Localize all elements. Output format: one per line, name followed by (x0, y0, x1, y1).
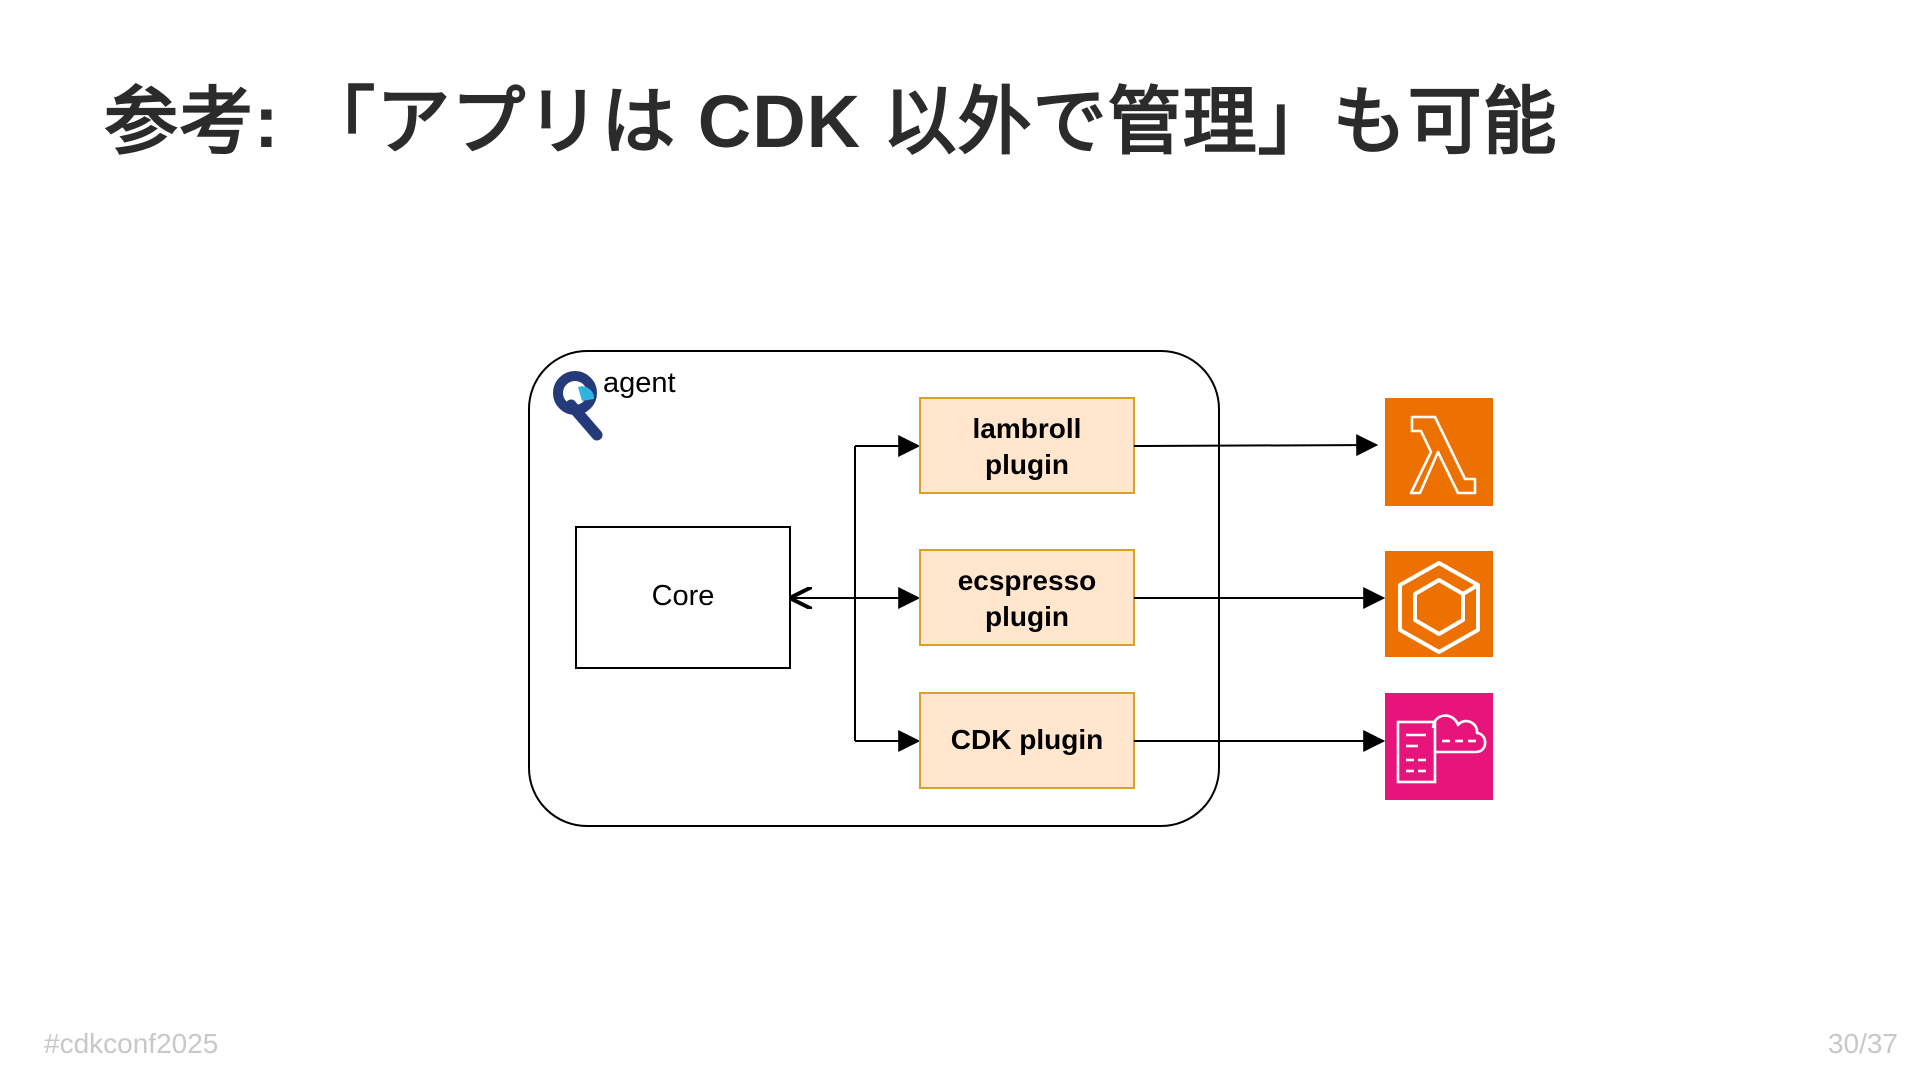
lambroll-plugin-box (919, 397, 1135, 494)
aws-ecs-icon (1385, 551, 1493, 657)
page-number: 30/37 (1827, 1028, 1898, 1059)
lambroll-plugin-label-line2: plugin (985, 449, 1069, 480)
slide-title: 参考: 「アプリは CDK 以外で管理」も可能 (104, 80, 1558, 163)
ecspresso-plugin-label-line2: plugin (985, 601, 1069, 632)
lambroll-plugin-label-line1: lambroll (973, 413, 1082, 444)
agent-label: agent (603, 367, 676, 399)
cdk-plugin-box (919, 692, 1135, 789)
cdk-plugin-label: CDK plugin (951, 724, 1103, 755)
aws-cloudformation-icon (1385, 693, 1493, 800)
ecspresso-plugin-label-line1: ecspresso (958, 565, 1097, 596)
ecspresso-plugin-box (919, 549, 1135, 646)
footer-hashtag: #cdkconf2025 (44, 1028, 219, 1059)
core-label: Core (652, 580, 715, 612)
aws-lambda-icon (1385, 398, 1493, 506)
lambroll-to-lambda-connector (1133, 434, 1379, 457)
agent-logo-icon (553, 371, 603, 441)
